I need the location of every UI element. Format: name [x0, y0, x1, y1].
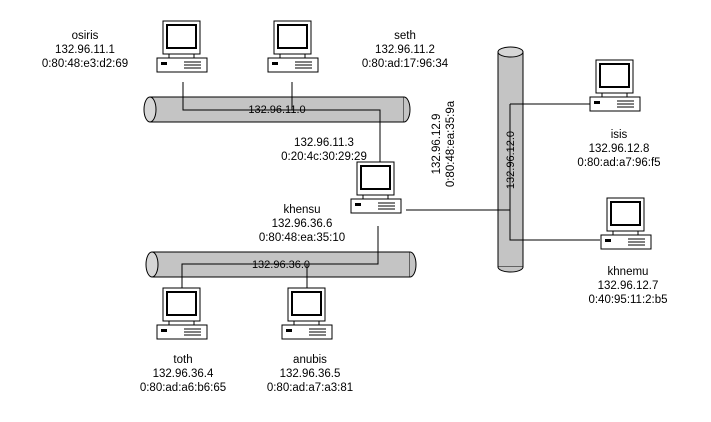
interface-ip: 132.96.12.9	[431, 114, 443, 175]
host-mac: 0:80:ad:a7:a3:81	[267, 382, 353, 394]
computer-icon-khnemu	[600, 197, 652, 250]
host-name: osiris	[72, 30, 99, 42]
computer-icon-osiris	[156, 20, 208, 73]
computer-icon-seth	[267, 20, 319, 73]
host-mac: 0:80:ad:a7:96:f5	[577, 157, 660, 169]
host-label-anubis: anubis 132.96.36.5 0:80:ad:a7:a3:81	[267, 354, 353, 394]
host-name: khensu	[283, 204, 320, 216]
host-label-toth: toth 132.96.36.4 0:80:ad:a6:b6:65	[140, 354, 226, 394]
host-label-khensu: khensu 132.96.36.6 0:80:48:ea:35:10	[259, 204, 345, 244]
interface-mac: 0:20:4c:30:29:29	[281, 151, 367, 163]
host-ip: 132.96.36.5	[280, 368, 341, 380]
interface-mac: 0:80:48:ea:35:9a	[445, 100, 457, 187]
computer-icon-toth	[156, 287, 208, 340]
host-mac: 0:80:ad:17:96:34	[362, 58, 449, 70]
network-label-11: 132.96.11.0	[248, 104, 305, 116]
host-mac: 0:80:48:ea:35:10	[259, 232, 345, 244]
host-ip: 132.96.36.4	[153, 368, 214, 380]
wires	[181, 82, 600, 292]
host-name: toth	[173, 354, 192, 366]
host-label-isis: isis 132.96.12.8 0:80:ad:a7:96:f5	[577, 129, 660, 169]
host-label-seth: seth 132.96.11.2 0:80:ad:17:96:34	[362, 30, 449, 70]
host-ip: 132.96.12.7	[598, 280, 659, 292]
host-ip: 132.96.11.2	[375, 44, 435, 56]
computer-icon-khensu	[350, 161, 402, 214]
computer-icon-isis	[589, 59, 641, 112]
host-name: seth	[394, 30, 416, 42]
host-label-khnemu: khnemu 132.96.12.7 0:40:95:11:2:b5	[588, 266, 667, 306]
network-label-12: 132.96.12.0	[505, 131, 517, 189]
host-ip: 132.96.36.6	[272, 218, 333, 230]
host-ip: 132.96.12.8	[589, 143, 650, 155]
host-label-osiris: osiris 132.96.11.1 0:80:48:e3:d2:69	[42, 30, 128, 70]
interface-ip: 132.96.11.3	[294, 137, 354, 149]
computer-icon-anubis	[281, 287, 333, 340]
host-name: isis	[611, 129, 628, 141]
host-mac: 0:80:ad:a6:b6:65	[140, 382, 226, 394]
host-mac: 0:80:48:e3:d2:69	[42, 58, 128, 70]
host-ip: 132.96.11.1	[55, 44, 115, 56]
host-label-khensu-if12: 132.96.12.9 0:80:48:ea:35:9a	[431, 100, 457, 187]
network-label-36: 132.96.36.0	[252, 259, 310, 271]
host-name: anubis	[293, 354, 327, 366]
host-mac: 0:40:95:11:2:b5	[588, 294, 667, 306]
host-name: khnemu	[608, 266, 649, 278]
host-label-khensu-if11: 132.96.11.3 0:20:4c:30:29:29	[281, 137, 367, 163]
